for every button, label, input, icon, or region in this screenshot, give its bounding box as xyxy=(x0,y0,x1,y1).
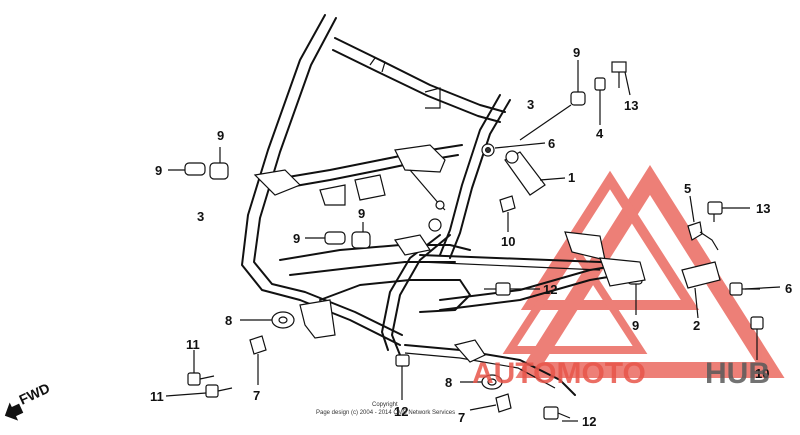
fwd-arrow-icon xyxy=(4,402,24,421)
part-11-bolts xyxy=(165,350,233,398)
part-6-collar-right xyxy=(729,282,781,296)
part-12-bolt-mid xyxy=(484,282,540,296)
part-1-stay xyxy=(504,150,566,196)
part-6-collar-top xyxy=(481,142,546,157)
part-7-bolt-left xyxy=(249,335,267,385)
callout-9-right: 9 xyxy=(632,318,639,333)
watermark-text-gray: HUB xyxy=(705,357,770,390)
callout-10-mid: 10 xyxy=(501,234,515,249)
callout-9-left: 9 xyxy=(155,163,162,178)
callout-13-right: 13 xyxy=(756,201,770,216)
copyright-note: Copyright Page design (c) 2004 - 2014 CM… xyxy=(316,402,455,416)
part-10-bolt-right xyxy=(750,316,764,360)
callout-9-top: 9 xyxy=(573,45,580,60)
part-9-rubber-center xyxy=(305,222,371,249)
callout-7-left: 7 xyxy=(253,388,260,403)
callout-6-right: 6 xyxy=(785,281,792,296)
callout-12-bottom-right: 12 xyxy=(582,414,596,429)
part-13-bolt-right xyxy=(707,201,750,222)
part-9-rubber-top xyxy=(519,60,586,141)
callout-8-left: 8 xyxy=(225,313,232,328)
callout-13-top: 13 xyxy=(624,98,638,113)
part-9-rubber-left xyxy=(168,147,229,180)
callout-9-center-top: 9 xyxy=(358,206,365,221)
callout-4: 4 xyxy=(596,126,604,141)
copyright-line-1: Copyright xyxy=(372,402,398,408)
callout-12-mid: 12 xyxy=(543,282,557,297)
part-2-bracket xyxy=(681,261,721,319)
callout-3-left: 3 xyxy=(197,209,204,224)
part-12-bolt-bottom-center xyxy=(395,354,410,400)
callout-labels: 1 2 3 3 4 5 6 6 7 7 8 8 9 9 9 9 9 9 9 10… xyxy=(150,45,792,429)
watermark-text-red: AUTOMOTO xyxy=(472,357,646,390)
frame-assembly xyxy=(241,14,631,396)
callout-5: 5 xyxy=(684,181,691,196)
fwd-label: FWD xyxy=(17,380,53,408)
callout-3-top: 3 xyxy=(527,97,534,112)
part-12-bolt-bottom-right xyxy=(543,406,578,422)
part-8-washer-left xyxy=(240,311,295,329)
watermark-text: AUTOMOTO HUB xyxy=(472,357,770,390)
callout-2: 2 xyxy=(693,318,700,333)
callout-6-top: 6 xyxy=(548,136,555,151)
copyright-line-2: Page design (c) 2004 - 2014 CMS Network … xyxy=(316,410,455,416)
callout-1: 1 xyxy=(568,170,575,185)
callout-12-bottom-center: 12 xyxy=(394,404,408,419)
part-5-clip xyxy=(687,195,719,251)
callout-9-left-top: 9 xyxy=(217,128,224,143)
part-7-bolt-bottom xyxy=(469,393,512,413)
part-13-bolt-top xyxy=(611,61,631,96)
forward-direction-indicator: FWD xyxy=(4,380,53,421)
callout-9-center-left: 9 xyxy=(293,231,300,246)
callout-11-bottom: 11 xyxy=(150,389,164,404)
callout-8-bottom: 8 xyxy=(445,375,452,390)
part-8-washer-bottom xyxy=(460,374,503,390)
callout-7-bottom: 7 xyxy=(458,410,465,425)
callout-11-top: 11 xyxy=(186,337,200,352)
part-10-bolt xyxy=(499,195,516,232)
callout-10-right: 10 xyxy=(755,366,769,381)
part-4-collar xyxy=(594,77,606,125)
right-mount-bracket xyxy=(564,231,646,287)
